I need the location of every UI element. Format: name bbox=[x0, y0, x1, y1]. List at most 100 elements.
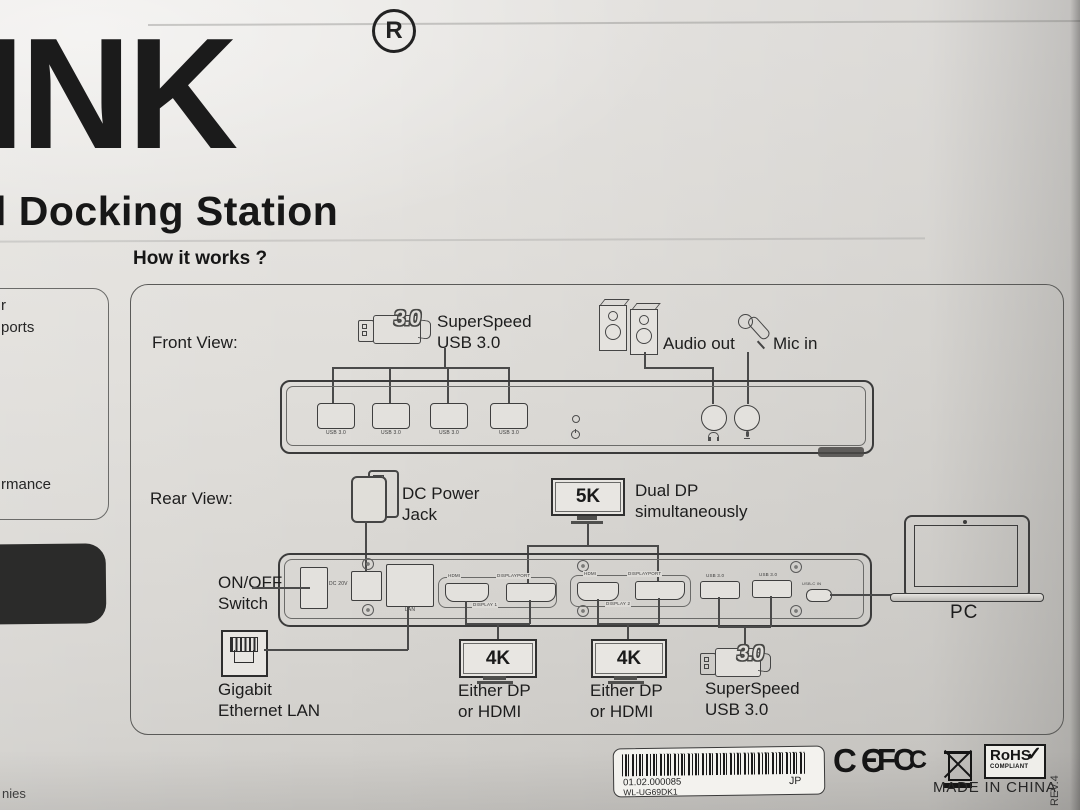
connector-line bbox=[332, 367, 510, 369]
usb-port bbox=[700, 581, 740, 599]
connector-line bbox=[830, 594, 893, 596]
laptop-icon bbox=[888, 513, 1044, 603]
connector-line bbox=[527, 545, 529, 583]
usb-c-port bbox=[806, 589, 832, 602]
ce-mark-icon: CЄ bbox=[833, 742, 889, 779]
usb-port-label: USB 3.0 bbox=[380, 430, 402, 436]
power-symbol-icon bbox=[571, 429, 580, 439]
monitor-base bbox=[608, 681, 644, 684]
monitor-base bbox=[571, 521, 603, 524]
monitor-base bbox=[477, 681, 513, 684]
usb-port bbox=[317, 403, 355, 429]
rohs-check: ✓ bbox=[1026, 744, 1042, 765]
microphone-icon bbox=[736, 312, 772, 356]
display2-label: DISPLAY 2 bbox=[605, 601, 632, 607]
fcc-mark-icon: F C C bbox=[877, 742, 928, 777]
model-number: WL-UG69DK1 bbox=[623, 786, 678, 798]
displayport-label: DISPLAYPORT bbox=[496, 573, 532, 579]
brand-logo: INK bbox=[0, 6, 238, 182]
front-panel-foot bbox=[818, 447, 864, 457]
speakers-icon bbox=[596, 296, 661, 358]
connector-line bbox=[465, 601, 467, 624]
rohs-compliant: COMPLIANT bbox=[990, 764, 1029, 770]
usb-port bbox=[372, 403, 410, 429]
hdmi-label: HDMI bbox=[447, 573, 462, 579]
monitor-stand bbox=[577, 516, 597, 520]
box-top-edge bbox=[148, 19, 1080, 26]
usb-port bbox=[752, 580, 792, 598]
left-fragment-3: rmance bbox=[1, 476, 52, 493]
dark-shape bbox=[0, 543, 107, 625]
left-feature-box bbox=[0, 288, 109, 520]
screw-icon bbox=[790, 561, 802, 573]
usb-plug-icon bbox=[356, 306, 436, 346]
mic-glyph-icon bbox=[743, 431, 751, 440]
connector-line bbox=[644, 367, 713, 369]
pc-label: PC bbox=[950, 602, 979, 623]
connector-line bbox=[770, 596, 772, 627]
how-it-works-heading: How it works ? bbox=[133, 248, 268, 269]
rear-view-label: Rear View: bbox=[150, 489, 233, 508]
displayport-port bbox=[635, 581, 685, 600]
connector-line bbox=[657, 545, 659, 582]
display1-label: DISPLAY 1 bbox=[472, 602, 499, 608]
connector-line bbox=[644, 352, 646, 368]
barcode-region: JP bbox=[789, 774, 802, 788]
screw-icon bbox=[790, 605, 802, 617]
monitor-4k-icon: 4K bbox=[591, 639, 667, 678]
connector-line bbox=[587, 524, 589, 546]
headphone-glyph-icon bbox=[708, 432, 719, 441]
connector-line bbox=[497, 623, 499, 640]
front-panel bbox=[280, 380, 874, 454]
usb-port-label: USB 3.0 bbox=[438, 430, 460, 436]
mic-jack-icon bbox=[734, 405, 760, 431]
connector-line bbox=[252, 587, 310, 589]
monitor-stand bbox=[483, 676, 506, 680]
rohs-badge: RoHS ✓ COMPLIANT bbox=[984, 744, 1046, 779]
product-title: l Docking Station bbox=[0, 188, 339, 234]
usb-plug-icon bbox=[698, 641, 778, 681]
dc-jack-icon bbox=[348, 468, 400, 523]
usb-port-label: USB 3.0 bbox=[498, 430, 520, 436]
dc-in-port bbox=[351, 571, 382, 601]
power-led-icon bbox=[572, 415, 580, 423]
usb30-label: USB 3.0 bbox=[759, 572, 778, 577]
usb-port bbox=[430, 403, 468, 429]
front-view-label: Front View: bbox=[152, 333, 238, 352]
connector-line bbox=[747, 352, 749, 404]
left-fragment-1: r bbox=[1, 297, 6, 314]
rohs-text: RoHS bbox=[990, 747, 1031, 764]
connector-line bbox=[365, 521, 367, 575]
connector-line bbox=[407, 606, 409, 650]
right-edge-shadow bbox=[1070, 0, 1080, 810]
displayport-label: DISPLAYPORT bbox=[627, 571, 663, 577]
barcode-label: 01.02.000085 JP WL-UG69DK1 bbox=[612, 745, 826, 798]
usb-30-badge-front: 3.0 bbox=[392, 307, 422, 330]
weee-bin-icon bbox=[940, 744, 976, 788]
rev-label: REV.4 bbox=[1049, 775, 1061, 806]
screw-icon bbox=[362, 604, 374, 616]
bottom-left-fragment: nies bbox=[2, 786, 26, 801]
bottom-shadow bbox=[0, 750, 1080, 810]
audio-out-label: Audio out bbox=[663, 334, 735, 353]
lan-port bbox=[386, 564, 434, 607]
monitor-5k-icon: 5K bbox=[551, 478, 625, 516]
connector-line bbox=[627, 623, 629, 640]
connector-line bbox=[597, 599, 599, 624]
connector-line bbox=[712, 367, 714, 404]
barcode-icon bbox=[621, 751, 807, 777]
headphone-jack-icon bbox=[701, 405, 727, 431]
left-fragment-2: ports bbox=[1, 319, 35, 336]
rj45-icon bbox=[221, 630, 268, 677]
usb-30-badge-rear: 3.0 bbox=[735, 642, 765, 665]
displayport-port bbox=[506, 583, 556, 602]
box-lid-edge bbox=[0, 237, 925, 243]
mic-in-label: Mic in bbox=[773, 334, 818, 353]
